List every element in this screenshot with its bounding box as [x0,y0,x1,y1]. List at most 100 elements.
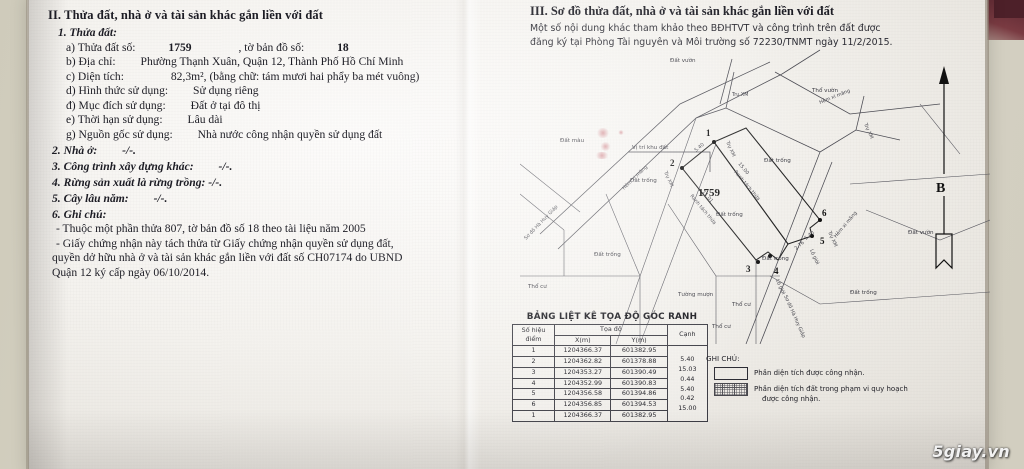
cell-point-id: 1 [511,345,556,358]
map-legend: GHI CHÚ: Phần diện tích được công nhận. … [706,354,926,408]
item-other-construction-value: -/-. [218,159,233,173]
section-three-subline-1: Một số nội dung khác tham khảo theo BĐHT… [530,23,881,34]
road-label: Hẻm xi măng [832,210,858,240]
cell-y: 601382.95 [610,409,668,422]
section-three-subline-2: đăng ký tại Phòng Tài nguyên và Môi trườ… [530,36,893,48]
col-header-point-line2: điểm [525,335,542,344]
cell-x: 1204353.27 [554,366,612,379]
area-label: Đất trống [716,211,743,218]
table-row: 1 1204366.37 601382.95 [511,409,708,422]
item-perennial-trees-value: -/-. [153,191,168,205]
coordinate-table-head: Số hiệu điểm Tọa độ Cạnh X(m) Y(m) [511,323,709,347]
item-house: 2. Nhà ở: -/-. [52,144,510,157]
paper-right-edge [985,0,989,469]
cell-point-id: 1 [511,409,556,422]
paper-bottom-shading [28,409,988,469]
road-label: Sơ đồ Hà Huy Giáp [522,203,560,242]
item-perennial-trees: 5. Cây lâu năm: -/-. [52,192,510,205]
section-two-block: II. Thửa đất, nhà ở và tài sản khác gắn … [40,8,510,280]
table-row: 1 1204366.37 601382.95 5.40 15.03 0.44 5… [511,345,709,422]
field-use-term: e) Thời hạn sử dụng: Lâu dài [66,113,510,126]
corner-point-1: 1 [706,128,711,138]
item-notes-heading: 6. Ghi chú: [52,207,107,221]
coordinate-table: Số hiệu điểm Tọa độ Cạnh X(m) Y(m) 1 120… [511,323,709,422]
legend-swatch-plain [714,366,748,380]
corner-point-3: 3 [746,264,751,274]
field-parcel-number-value: 1759 [168,40,192,54]
field-address-label: b) Địa chỉ: [66,55,116,68]
field-use-term-label: e) Thời hạn sử dụng: [66,113,163,126]
location-callout-label: Vị trí khu đất [632,144,669,151]
cell-y: 601390.49 [610,366,668,379]
legend-item-planned: Phần diện tích đất trong phạm vi quy hoạ… [706,382,926,405]
col-header-point-line1: Số hiệu [521,325,546,334]
cadastral-map-svg: 1 2 3 4 5 6 1759 15.00 11.01 5.40 5.40 2… [520,49,990,344]
parcel-corner-markers [680,140,822,264]
road-label: Trụ XM [731,92,749,98]
item-production-forest: 4. Rừng sản xuất là rừng trồng: -/-. [52,176,510,189]
cell-y: 601394.86 [610,388,668,401]
item-perennial-trees-label: 5. Cây lâu năm: [52,191,129,205]
road-label: Sơ đồ Hà Huy Giáp [782,294,808,339]
col-header-coord: Tọa độ [554,324,668,336]
cell-edge: 0.42 [680,394,695,403]
field-address: b) Địa chỉ: Phường Thạnh Xuân, Quận 12, … [66,55,510,68]
edge-length-label: 5.40 [803,230,815,242]
note-line: Quận 12 ký cấp ngày 06/10/2014. [52,265,210,279]
location-callout-leader [628,151,711,172]
map-road-network [520,49,990,344]
field-map-sheet-value: 18 [337,40,349,54]
edge-length-label: 2.76 [793,240,805,252]
field-area-label: c) Diện tích: [66,69,124,83]
road-label: Lộ giới [808,248,821,266]
road-label: Trụ XM [662,169,675,187]
parcel-number-label: 1759 [698,187,721,199]
field-use-origin-label: g) Nguồn gốc sử dụng: [66,127,173,141]
area-label: Đất trống [850,289,877,296]
legend-item-planned-line2: được công nhận. [762,395,821,404]
area-label: Thổ cư [527,283,547,290]
field-use-form: d) Hình thức sử dụng: Sử dụng riêng [66,84,510,97]
cell-edge-group: 5.40 15.03 0.44 5.40 0.42 15.00 [666,345,709,422]
paper-left-edge [26,0,29,469]
area-label: Đất màu [560,137,585,144]
red-seal-smudge [600,142,611,151]
legend-swatch-hatched [714,382,748,396]
coordinate-table-title: BẢNG LIỆT KÊ TỌA ĐỘ GÓC RANH [526,312,698,322]
cell-point-id: 3 [511,366,556,379]
legend-item-recognized-label: Phần diện tích được công nhận. [754,368,865,377]
area-label: Đất trống [762,255,789,262]
field-parcel-number-label: a) Thửa đất số: [66,40,136,54]
area-label: Thổ vườn [811,87,838,94]
cell-point-id: 5 [511,388,556,401]
cell-y: 601378.88 [610,356,668,368]
table-header-row-1: Số hiệu điểm Tọa độ Cạnh [511,323,709,347]
road-label: Trụ XM [862,121,875,139]
north-arrow-icon [935,66,953,270]
field-area: c) Diện tích: 82,3m², (bằng chữ: tám mươ… [66,70,510,83]
field-use-term-value: Lâu dài [187,113,223,126]
site-watermark: 5giay.vn [932,442,1010,461]
field-address-value: Phường Thạnh Xuân, Quận 12, Thành Phố Hồ… [140,55,404,68]
cell-edge: 5.40 [680,384,695,393]
section-three-heading: III. Sơ đồ thửa đất, nhà ở và tài sản kh… [530,4,835,18]
coordinate-table-body: 1 1204366.37 601382.95 5.40 15.03 0.44 5… [511,345,709,422]
item-other-construction-label: 3. Công trình xây dựng khác: [52,159,194,173]
field-use-form-value: Sử dụng riêng [193,84,259,97]
cell-y: 601390.83 [610,377,668,390]
red-seal-smudge [596,128,610,138]
cadastral-map: 1 2 3 4 5 6 1759 15.00 11.01 5.40 5.40 2… [520,44,990,344]
section-two-heading: II. Thửa đất, nhà ở và tài sản khác gắn … [48,8,323,22]
cell-edge: 15.00 [678,404,697,413]
area-label: Tường mượn [677,291,714,298]
legend-title: GHI CHÚ: [706,354,740,363]
corner-point-5: 5 [820,236,825,246]
paper-fold-crease [455,0,481,469]
cell-x: 1204366.37 [554,345,612,358]
item-production-forest-value: -/-. [208,175,223,189]
legend-item-planned-label: Phần diện tích đất trong phạm vi quy hoạ… [754,383,908,405]
background-corner-dark [994,0,1024,18]
field-use-purpose-label: đ) Mục đích sử dụng: [66,98,166,112]
corner-point-4: 4 [774,266,779,276]
